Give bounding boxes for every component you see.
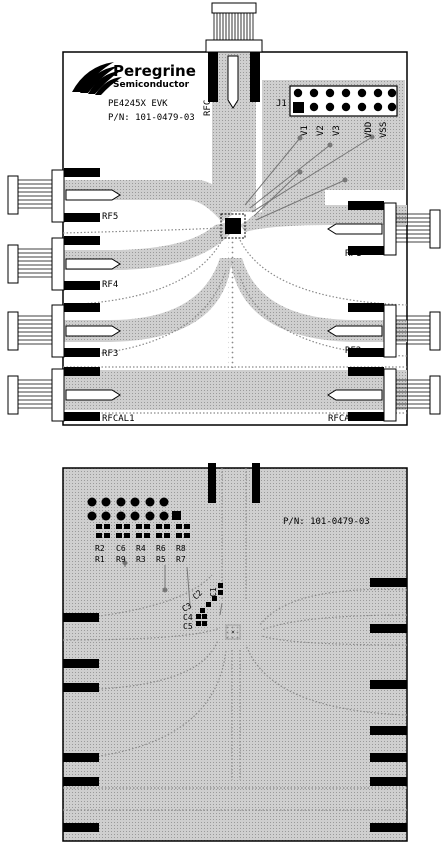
pin-label-vss: VSS (379, 122, 389, 138)
bottom-ic-footprint (225, 624, 241, 640)
logo-name: Peregrine (113, 62, 196, 80)
bottom-part-number: P/N: 101-0479-03 (283, 517, 370, 527)
label-r3: R3 (136, 555, 146, 564)
label-r8: R8 (176, 544, 186, 553)
via-curve-e (237, 269, 408, 357)
label-r4: R4 (136, 544, 146, 553)
port-rf1-label: RF1 (345, 249, 361, 259)
label-c5: C5 (183, 622, 193, 631)
label-r9: R9 (116, 555, 126, 564)
bottom-component-pads (96, 524, 223, 626)
switch-ic (225, 218, 241, 234)
rfc-connector (205, 2, 263, 109)
label-c1: C1 (209, 587, 218, 597)
product-name: PE4245X EVK (108, 99, 168, 109)
rf4-trace (63, 222, 232, 270)
port-rfc-label: RFC (203, 100, 213, 116)
pin-label-v1: V1 (300, 125, 310, 136)
bottom-rfc-pad-left (208, 463, 216, 503)
peregrine-logo-icon (72, 62, 122, 95)
logo-subtitle: Semiconductor (113, 80, 190, 90)
label-r7: R7 (176, 555, 186, 564)
rf2-trace (230, 258, 407, 342)
via-curve-b (62, 239, 223, 306)
pin-label-v3: V3 (332, 125, 342, 136)
rfcal1-connector (7, 367, 121, 422)
bottom-rfc-pad-right (252, 463, 260, 503)
label-r2: R2 (95, 544, 105, 553)
bottom-board: P/N: 101-0479-03 R2 C6 R4 R6 R8 R1 R9 R3… (62, 463, 408, 842)
label-r1: R1 (95, 555, 105, 564)
port-rf5-label: RF5 (102, 212, 118, 222)
bottom-leader-lines (122, 560, 223, 616)
rf2-connector (327, 303, 441, 358)
port-rfcal1-label: RFCAL1 (102, 414, 135, 424)
label-c3: C3 (181, 601, 194, 614)
bottom-board-outline (62, 467, 408, 842)
switch-ic-outline (220, 213, 246, 239)
bottom-header-holes (87, 497, 181, 521)
port-rf3-label: RF3 (102, 349, 118, 359)
rf1-trace (240, 205, 407, 232)
j1-label: J1 (276, 99, 287, 109)
j1-header (289, 85, 398, 117)
via-curve-c (239, 239, 408, 306)
rf4-connector (7, 236, 121, 291)
top-board: Peregrine Semiconductor PE4245X EVK P/N:… (7, 2, 441, 426)
rfcal2-connector (327, 367, 441, 422)
control-lines (244, 134, 375, 221)
port-rfcal2-label: RFCAL2 (328, 414, 361, 424)
rf3-connector (7, 303, 121, 358)
label-r5: R5 (156, 555, 166, 564)
top-part-number: P/N: 101-0479-03 (108, 113, 195, 123)
rf1-connector (327, 201, 441, 256)
port-rf4-label: RF4 (102, 280, 118, 290)
label-c6: C6 (116, 544, 126, 553)
pin-label-vdd: VDD (364, 122, 374, 138)
bottom-side-pads (63, 578, 407, 832)
port-rf2-label: RF2 (345, 346, 361, 356)
rf5-connector (7, 168, 121, 223)
label-c4: C4 (183, 613, 193, 622)
via-curve-a (62, 227, 221, 234)
label-r6: R6 (156, 544, 166, 553)
pin-label-v2: V2 (316, 125, 326, 136)
center-trace (228, 238, 236, 368)
